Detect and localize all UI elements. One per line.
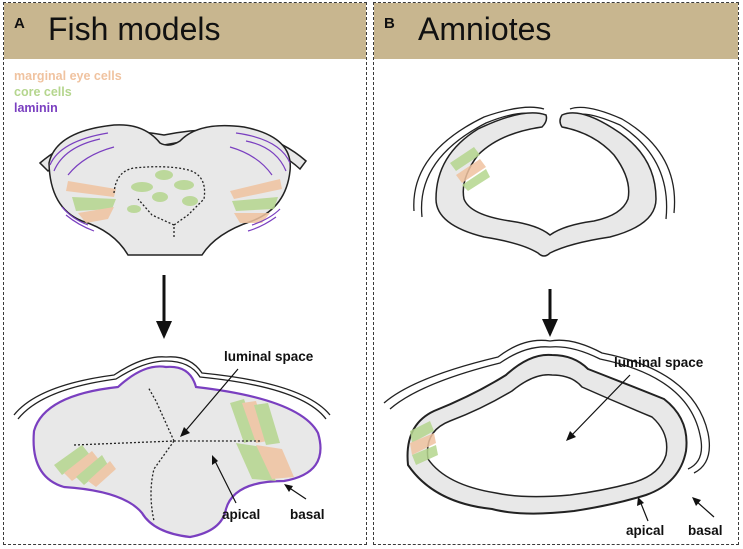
amniote-diagram: luminal space apical basal: [383, 106, 723, 538]
panel-amniotes: B Amniotes luminal s: [373, 2, 739, 545]
legend-core-cells: core cells: [14, 85, 72, 99]
fish-midline-top: [113, 166, 206, 239]
amniote-basal-label: basal: [688, 523, 723, 538]
fish-luminal-space-label: luminal space: [224, 349, 314, 364]
fish-laminin-top: [49, 132, 291, 232]
amniote-ectoderm-left-1: [413, 106, 545, 212]
amniote-neural-plate: [435, 112, 657, 257]
fish-luminal-midline: [73, 386, 260, 522]
amniote-ectoderm-right-2: [575, 113, 668, 220]
amniote-ectoderm-right-1: [569, 106, 676, 214]
amniote-basal-pointer: [695, 500, 715, 518]
panel-a-title: Fish models: [48, 11, 221, 47]
fish-luminal-pointer: [181, 368, 239, 436]
fish-apical-label: apical: [222, 507, 260, 522]
amniote-ectoderm-bottom-2: [389, 346, 703, 470]
fish-eye-field-tissue: [48, 124, 291, 256]
legend-marginal-eye-cells: marginal eye cells: [14, 69, 122, 83]
amniote-apical-pointer: [639, 500, 649, 522]
fish-apical-pointer: [213, 458, 237, 504]
amniote-cells-bottom: [410, 421, 438, 465]
amniote-lumen: [426, 374, 668, 498]
panel-b-header: B Amniotes: [374, 3, 738, 59]
amniote-ectoderm-bottom-1: [383, 339, 711, 474]
fish-core-cells-top: [127, 170, 198, 213]
amniote-luminal-pointer: [569, 374, 631, 438]
fish-diagram: luminal space apical basal: [13, 124, 331, 539]
amniote-cells-top: [450, 147, 490, 191]
panel-a-letter: A: [14, 15, 25, 32]
fish-basal-label: basal: [290, 507, 325, 522]
amniote-luminal-space-label: luminal space: [614, 355, 704, 370]
panel-a-header: A Fish models: [4, 3, 366, 59]
fish-marginal-cells-top: [66, 179, 282, 223]
amniote-apical-label: apical: [626, 523, 664, 538]
panel-b-letter: B: [384, 15, 395, 32]
legend-laminin: laminin: [14, 101, 58, 115]
fish-ectoderm-bottom-2: [17, 360, 327, 420]
fish-ectoderm-bottom-1: [13, 356, 331, 416]
panel-b-title: Amniotes: [418, 11, 552, 47]
fish-marginal-cells-bottom: [54, 399, 294, 487]
panel-fish-models: A Fish models marginal eye cells core ce…: [3, 2, 367, 545]
